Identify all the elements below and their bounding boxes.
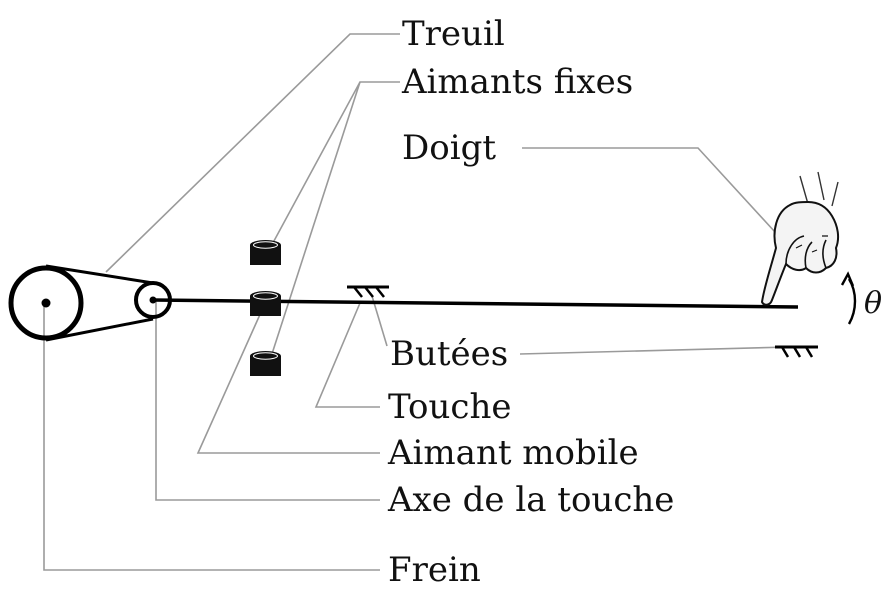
leader-butees-left xyxy=(371,295,388,347)
stop-top-left xyxy=(347,285,389,298)
leader-frein xyxy=(43,303,380,571)
leader-butees-right xyxy=(519,346,791,355)
leader-aimants-fixes-top xyxy=(267,81,400,253)
label-butees: Butées xyxy=(390,334,508,374)
label-aimants-fixes: Aimants fixes xyxy=(401,62,633,102)
key-lever xyxy=(152,298,799,309)
leader-doigt xyxy=(522,147,776,233)
angle-theta-label: θ xyxy=(864,286,882,321)
leader-axe-touche xyxy=(155,300,380,501)
label-axe-touche: Axe de la touche xyxy=(387,480,674,520)
leader-aimants-fixes-bottom xyxy=(269,81,361,361)
leader-lines xyxy=(43,33,791,571)
label-frein: Frein xyxy=(388,550,481,590)
rotation-arrow-icon xyxy=(840,271,857,325)
label-touche: Touche xyxy=(388,387,511,427)
label-treuil: Treuil xyxy=(402,14,505,54)
leader-aimant-mobile xyxy=(196,309,380,454)
leader-treuil xyxy=(105,33,400,273)
pulley-system xyxy=(8,264,172,342)
leader-touche xyxy=(314,302,380,408)
fixed-magnet-bottom xyxy=(250,351,281,376)
moving-magnet xyxy=(250,291,281,316)
label-doigt: Doigt xyxy=(402,128,496,168)
finger-hand-icon xyxy=(760,171,840,306)
label-aimant-mobile: Aimant mobile xyxy=(387,433,639,473)
belt-top xyxy=(45,264,154,285)
belt-bottom xyxy=(45,317,154,342)
brake-pulley-center xyxy=(41,298,51,308)
fixed-magnet-top xyxy=(250,240,281,265)
stop-bottom-right xyxy=(775,345,818,358)
brake-pulley xyxy=(8,265,84,341)
